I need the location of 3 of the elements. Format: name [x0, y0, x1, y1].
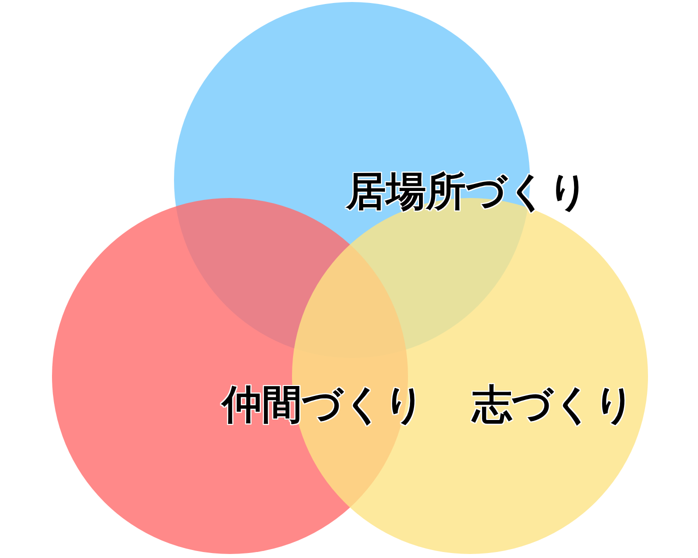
- circle-label: 仲間づくり: [222, 385, 425, 425]
- circle-label: 居場所づくり: [346, 172, 589, 212]
- circle-label: 志づくり: [472, 385, 635, 425]
